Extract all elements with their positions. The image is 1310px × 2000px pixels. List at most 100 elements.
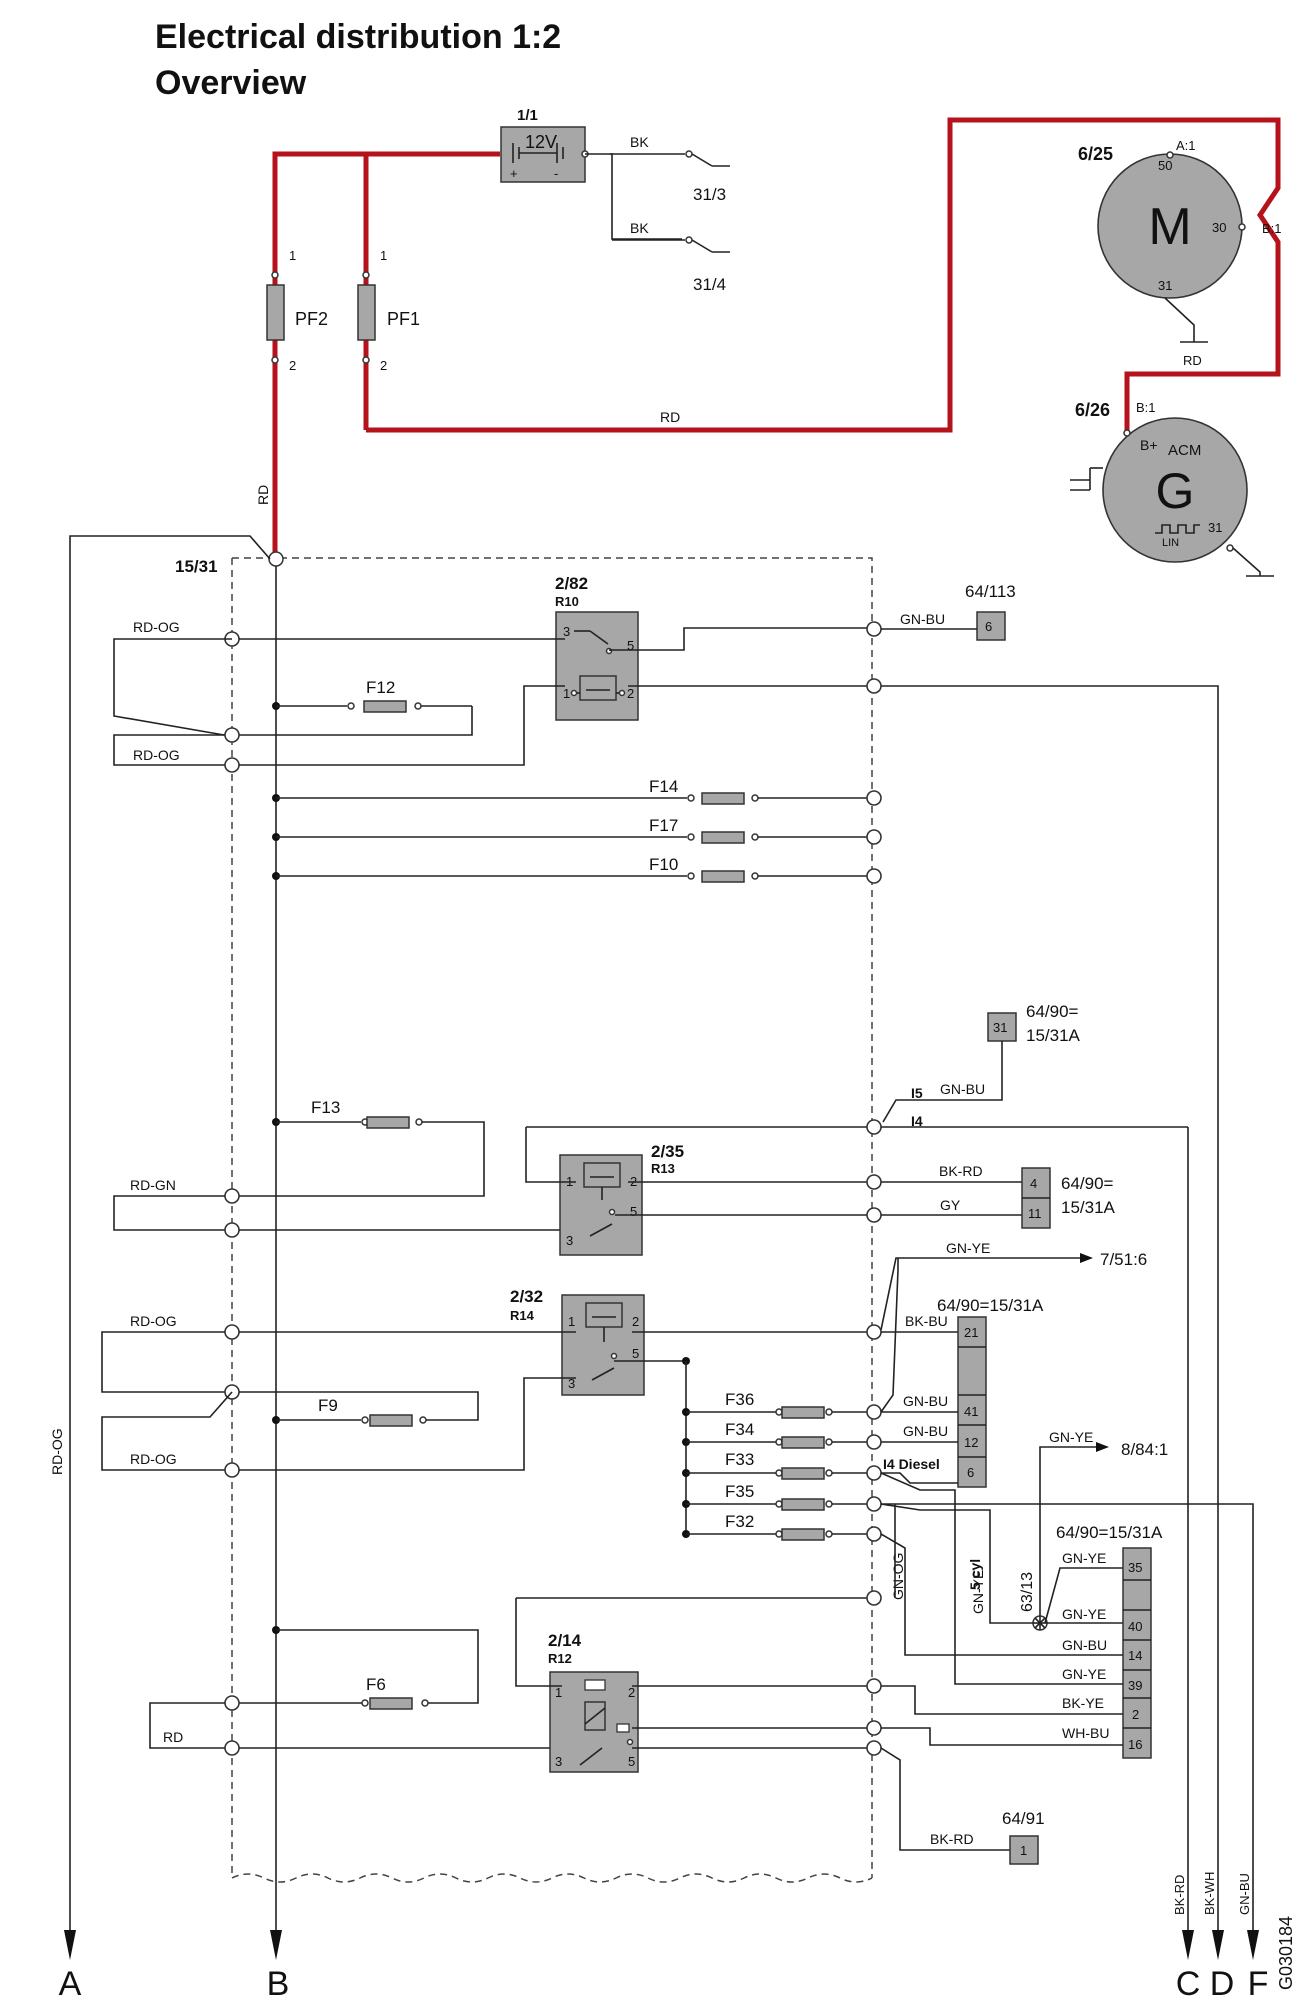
svg-text:R13: R13: [651, 1161, 675, 1176]
output-f: F: [1248, 1965, 1269, 2000]
battery-minus: -: [554, 166, 558, 181]
battery: 1/1 12V + -: [500, 107, 589, 183]
svg-text:BK-RD: BK-RD: [1172, 1875, 1187, 1915]
svg-text:BK-YE: BK-YE: [1062, 1695, 1104, 1711]
svg-text:15/31A: 15/31A: [1061, 1198, 1116, 1217]
svg-text:11: 11: [1028, 1206, 1042, 1221]
svg-text:GN-BU: GN-BU: [903, 1393, 948, 1409]
svg-text:5: 5: [630, 1204, 637, 1219]
svg-text:2: 2: [380, 358, 387, 373]
svg-text:2: 2: [628, 1685, 635, 1700]
svg-text:A:1: A:1: [1176, 138, 1196, 153]
svg-text:1: 1: [555, 1685, 562, 1700]
battery-ground-wires: BK 31/3 BK 31/4: [585, 134, 730, 294]
svg-text:GN-BU: GN-BU: [903, 1423, 948, 1439]
relay-r14: 2/32 R14 1 2 5 3 RD-OG BK-BU F9 RD-OG: [101, 1287, 958, 1478]
wire-label-bk: BK: [630, 220, 649, 236]
svg-text:5 cyl: 5 cyl: [967, 1559, 983, 1590]
distribution-box: 15/31: [175, 557, 873, 1883]
svg-text:GN-YE: GN-YE: [970, 1570, 986, 1614]
pf2-label: PF2: [295, 309, 328, 329]
distribution-ref: 15/31: [175, 557, 218, 576]
svg-text:ACM: ACM: [1168, 442, 1201, 459]
svg-text:RD-OG: RD-OG: [133, 619, 180, 635]
svg-text:14: 14: [1128, 1648, 1142, 1663]
svg-text:R14: R14: [510, 1308, 535, 1323]
svg-text:F13: F13: [311, 1098, 340, 1117]
svg-text:RD-OG: RD-OG: [130, 1313, 177, 1329]
svg-text:31: 31: [1158, 278, 1172, 293]
svg-text:I4 Diesel: I4 Diesel: [883, 1456, 940, 1472]
svg-text:1: 1: [1020, 1843, 1027, 1858]
starter-motor: 6/25 M A:1 50 30 B:1 31 RD: [1078, 138, 1282, 368]
conn-64-90-d: 64/90=15/31A 35 40 14 39 2 16 GN-BU GN-Y…: [880, 1472, 1254, 1930]
svg-text:5: 5: [632, 1346, 639, 1361]
svg-text:F17: F17: [649, 816, 678, 835]
svg-text:RD-GN: RD-GN: [130, 1177, 176, 1193]
svg-text:63/13: 63/13: [1019, 1572, 1036, 1612]
ground-31-3: 31/3: [693, 185, 726, 204]
svg-text:BK-RD: BK-RD: [930, 1831, 974, 1847]
svg-text:7/51:6: 7/51:6: [1100, 1250, 1147, 1269]
svg-text:16: 16: [1128, 1737, 1142, 1752]
svg-text:RD: RD: [163, 1729, 183, 1745]
svg-text:1: 1: [568, 1314, 575, 1329]
wire-label-rd-og-a: RD-OG: [49, 1428, 65, 1475]
svg-text:3: 3: [563, 624, 570, 639]
svg-text:35: 35: [1128, 1560, 1142, 1575]
svg-text:2: 2: [632, 1314, 639, 1329]
wire-label-rd-vertical: RD: [255, 485, 271, 505]
svg-text:2: 2: [1132, 1707, 1139, 1722]
output-c: C: [1176, 1965, 1201, 2000]
svg-text:F34: F34: [725, 1420, 754, 1439]
svg-text:31: 31: [993, 1020, 1007, 1035]
svg-text:RD-OG: RD-OG: [130, 1451, 177, 1467]
svg-text:40: 40: [1128, 1619, 1142, 1634]
svg-text:GN-BU: GN-BU: [900, 611, 945, 627]
svg-text:F9: F9: [318, 1396, 338, 1415]
pf2-fuse: 1 PF2 2: [266, 248, 328, 373]
svg-text:2: 2: [627, 686, 634, 701]
conn-64-113-ref: 64/113: [965, 582, 1016, 601]
svg-text:41: 41: [964, 1404, 978, 1419]
svg-text:B:1: B:1: [1136, 400, 1156, 415]
svg-text:I5: I5: [911, 1085, 923, 1101]
svg-text:BK-WH: BK-WH: [1202, 1872, 1217, 1915]
svg-text:GN-YE: GN-YE: [1062, 1606, 1106, 1622]
splice-63-13: GN-YE 8/84:1 63/13 GN-YE GN-YE 5 cyl GN-…: [880, 1429, 1168, 1631]
conn-64-90-c: 64/90=15/31A 21 41 12 6 GN-BU GN-BU I4 D…: [880, 1258, 1044, 1488]
image-code: G030184: [1276, 1916, 1296, 1990]
battery-plus: +: [510, 166, 518, 181]
svg-text:64/90=15/31A: 64/90=15/31A: [1056, 1523, 1163, 1542]
fuse-fan: F36 F34 F33 F35 F32: [682, 1361, 882, 1542]
svg-text:1: 1: [563, 686, 570, 701]
svg-text:64/90=: 64/90=: [1026, 1002, 1079, 1021]
svg-text:4: 4: [1030, 1176, 1037, 1191]
svg-text:M: M: [1148, 198, 1191, 256]
alternator: 6/26 B:1 B+ ACM G LIN 31: [1070, 400, 1274, 577]
conn-64-90-pin31: 31 64/90= 15/31A GN-BU I5 I4: [882, 1002, 1081, 1129]
svg-text:RD-OG: RD-OG: [133, 747, 180, 763]
svg-text:G: G: [1156, 463, 1195, 519]
svg-text:6: 6: [967, 1465, 974, 1480]
svg-text:2/14: 2/14: [548, 1631, 582, 1650]
svg-text:I4: I4: [911, 1113, 923, 1129]
ref-7-51: GN-YE 7/51:6: [880, 1240, 1147, 1331]
svg-text:6/25: 6/25: [1078, 144, 1113, 164]
svg-text:2/82: 2/82: [555, 574, 588, 593]
svg-text:3: 3: [568, 1376, 575, 1391]
svg-text:GN-BU: GN-BU: [1237, 1873, 1252, 1915]
output-a: A: [59, 1965, 82, 2000]
svg-text:1: 1: [380, 248, 387, 263]
pf1-label: PF1: [387, 309, 420, 329]
svg-text:R12: R12: [548, 1651, 572, 1666]
svg-text:GN-YE: GN-YE: [946, 1240, 990, 1256]
svg-text:F6: F6: [366, 1675, 386, 1694]
pf1-fuse: 1 PF1 2: [357, 248, 420, 373]
svg-text:F12: F12: [366, 678, 395, 697]
conn-64-91: 64/91 1: [1002, 1809, 1045, 1865]
svg-text:2/32: 2/32: [510, 1287, 543, 1306]
svg-text:15/31A: 15/31A: [1026, 1026, 1081, 1045]
svg-text:39: 39: [1128, 1678, 1142, 1693]
output-b: B: [267, 1965, 290, 2000]
